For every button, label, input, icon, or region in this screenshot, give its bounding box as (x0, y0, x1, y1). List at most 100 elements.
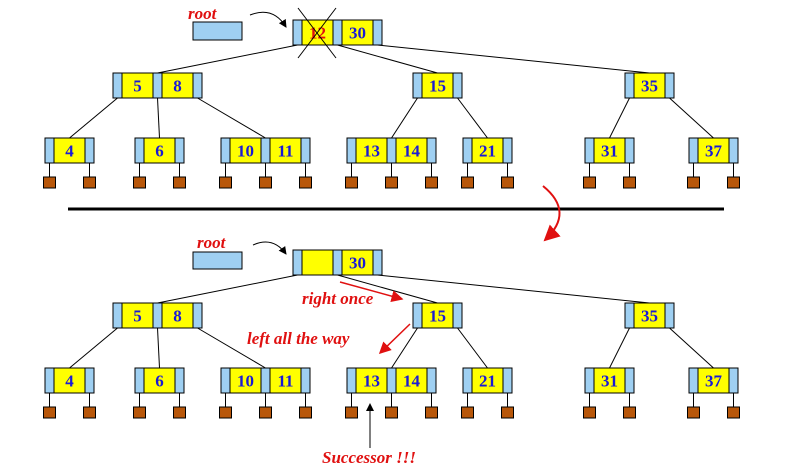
data-leaf (133, 406, 146, 419)
tree-edge (377, 44, 650, 74)
key-value: 10 (237, 372, 254, 391)
key-value: 5 (133, 307, 142, 326)
tree-edge (157, 327, 160, 369)
data-leaf (461, 176, 474, 189)
pointer-slot (174, 137, 185, 164)
key-slot (633, 72, 666, 99)
transition-arrow (542, 185, 561, 242)
key-value: 13 (363, 372, 380, 391)
pointer-slot (332, 19, 343, 46)
key-value: 6 (155, 372, 164, 391)
data-leaf (43, 406, 56, 419)
pointer-slot (624, 367, 635, 394)
data-leaf (385, 176, 398, 189)
tree-edge (197, 327, 266, 369)
key-value: 15 (429, 307, 446, 326)
leaf-node: 10 11 (220, 367, 311, 394)
key-slot (355, 137, 388, 164)
key-slot (229, 367, 262, 394)
pointer-slot (292, 19, 303, 46)
root-pointer-box-bottom (192, 251, 243, 270)
internal-node: 15 (412, 72, 463, 99)
pointer-slot (426, 137, 437, 164)
pointer-slot (426, 367, 437, 394)
tree-edge (337, 44, 438, 74)
data-leaf (43, 176, 56, 189)
key-slot (395, 137, 428, 164)
pointer-slot (112, 72, 123, 99)
pointer-slot (300, 367, 311, 394)
pointer-slot (152, 72, 163, 99)
key-slot (161, 72, 194, 99)
key-value: 30 (349, 24, 366, 43)
internal-node: 35 (624, 302, 675, 329)
pointer-slot (372, 249, 383, 276)
pointer-slot (452, 302, 463, 329)
key-slot (301, 249, 334, 276)
data-leaf (623, 406, 636, 419)
key-slot (395, 367, 428, 394)
pointer-slot (44, 367, 55, 394)
key-value: 37 (705, 142, 723, 161)
data-leaf (299, 176, 312, 189)
key-value: 8 (173, 307, 182, 326)
internal-node: 15 (412, 302, 463, 329)
key-value: 21 (479, 142, 496, 161)
data-leaf (259, 406, 272, 419)
key-slot (53, 367, 86, 394)
key-value: 11 (277, 372, 293, 391)
root-arrow-bottom (252, 241, 287, 255)
pointer-slot (220, 137, 231, 164)
data-leaf (83, 406, 96, 419)
root-arrow-top (249, 11, 287, 28)
pointer-slot (152, 302, 163, 329)
pointer-slot (452, 72, 463, 99)
root-label-top: root (188, 4, 218, 23)
key-value: 6 (155, 142, 164, 161)
tree-edge (391, 97, 418, 139)
right-once-label: right once (302, 289, 374, 308)
left-all-the-way-label: left all the way (247, 329, 350, 348)
tree-edge (457, 327, 488, 369)
pointer-slot (728, 137, 739, 164)
key-slot (143, 367, 176, 394)
key-value: 5 (133, 77, 142, 96)
pointer-slot (174, 367, 185, 394)
data-leaf (727, 406, 740, 419)
key-value: 30 (349, 254, 366, 273)
data-leaf (687, 406, 700, 419)
right-once-arrow (339, 281, 404, 303)
key-slot (697, 137, 730, 164)
leaf-node: 37 (688, 367, 739, 394)
data-leaf (687, 176, 700, 189)
tree-edge (377, 274, 650, 304)
leaf-node: 21 (462, 367, 513, 394)
pointer-slot (412, 72, 423, 99)
pointer-slot (688, 137, 699, 164)
pointer-slot (664, 72, 675, 99)
key-value: 14 (403, 142, 421, 161)
key-value: 35 (641, 307, 658, 326)
data-leaf (345, 406, 358, 419)
pointer-slot (624, 302, 635, 329)
key-value: 8 (173, 77, 182, 96)
key-slot (697, 367, 730, 394)
data-leaf (461, 406, 474, 419)
pointer-slot (688, 367, 699, 394)
tree-before-deletion: 12305815354610111314213137 (43, 19, 740, 189)
data-leaf (259, 176, 272, 189)
key-value: 15 (429, 77, 446, 96)
pointer-slot (502, 367, 513, 394)
key-value: 31 (601, 142, 618, 161)
data-leaf (501, 406, 514, 419)
pointer-slot (332, 249, 343, 276)
pointer-slot (664, 302, 675, 329)
leaf-node: 37 (688, 137, 739, 164)
deleted-key-cross (297, 7, 337, 59)
pointer-slot (346, 137, 357, 164)
